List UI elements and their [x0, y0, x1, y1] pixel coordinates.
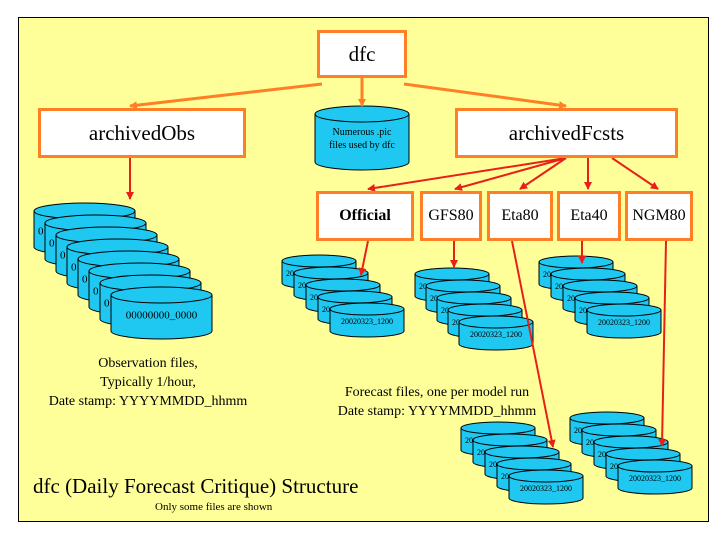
- gfs80-file-cylinder-label: 200: [430, 294, 442, 303]
- obs-caption: Observation files, Typically 1/hour, Dat…: [28, 354, 268, 411]
- obs-file-cylinder: 00000000_0000: [110, 286, 213, 340]
- model-box-eta80: Eta80: [487, 191, 553, 241]
- obs-file-cylinder-label: 0: [71, 262, 77, 274]
- ngm80-file-cylinder: 20020323_1200: [617, 459, 693, 495]
- pic-files-cylinder: Numerous .pic files used by dfc: [314, 105, 410, 171]
- pic-files-label-2: files used by dfc: [329, 140, 395, 151]
- eta40-file-cylinder-label: 200: [543, 270, 555, 279]
- arrow-dfc-to-archived-fcsts: [403, 82, 567, 110]
- arrow-fcsts-to-gfs80: [454, 157, 567, 191]
- model-box-official: Official: [316, 191, 414, 241]
- eta40-file-cylinder-label: 200: [579, 306, 591, 315]
- eta80-file-cylinder-label: 200: [465, 436, 477, 445]
- gfs80-file-cylinder-label: 200: [441, 306, 453, 315]
- eta80-file-cylinder-label: 200: [489, 460, 501, 469]
- obs-file-cylinder-label: 0: [93, 286, 99, 298]
- gfs80-file-cylinder-label: 20020323_1200: [470, 330, 522, 339]
- archived-obs-box: archivedObs: [38, 108, 246, 158]
- gfs80-file-cylinder-label: 200: [419, 282, 431, 291]
- obs-file-cylinder-label: 00000000_0000: [126, 310, 198, 322]
- eta40-file-cylinder: 20020323_1200: [586, 303, 662, 339]
- dfc-root-label: dfc: [348, 41, 376, 66]
- model-label-eta40: Eta40: [570, 207, 608, 224]
- official-file-cylinder-label: 200: [310, 293, 322, 302]
- arrow-fcsts-to-eta80: [519, 157, 567, 190]
- arrow-dfc-to-archived-obs: [129, 82, 323, 110]
- ngm80-file-cylinder-label: 200: [598, 450, 610, 459]
- fcst-caption: Forecast files, one per model run Date s…: [312, 383, 562, 421]
- eta80-file-cylinder-label: 200: [477, 448, 489, 457]
- obs-caption-line-2: Typically 1/hour,: [100, 375, 196, 390]
- eta40-file-cylinder-label: 200: [567, 294, 579, 303]
- model-label-gfs80: GFS80: [428, 207, 474, 224]
- fcst-caption-line-1: Forecast files, one per model run: [344, 385, 530, 400]
- eta40-file-cylinder-label: 200: [555, 282, 567, 291]
- gfs80-file-cylinder-label: 200: [452, 318, 464, 327]
- obs-file-cylinder-label: 0: [104, 298, 110, 310]
- pic-files-label-1: Numerous .pic: [333, 127, 392, 138]
- eta80-file-cylinder-label: 20020323_1200: [520, 484, 572, 493]
- diagram-subtitle: Only some files are shown: [155, 501, 273, 513]
- arrow-ngm80-to-files: [658, 240, 667, 447]
- model-label-eta80: Eta80: [501, 207, 539, 224]
- fcst-caption-line-2: Date stamp: YYYYMMDD_hhmm: [337, 404, 537, 419]
- arrow-fcsts-to-official: [367, 157, 567, 192]
- dfc-root-box: dfc: [317, 30, 407, 78]
- obs-file-cylinder-label: 0: [38, 226, 44, 238]
- archived-fcsts-box: archivedFcsts: [455, 108, 678, 158]
- obs-file-cylinder-label: 0: [49, 238, 55, 250]
- official-file-cylinder-label: 200: [286, 269, 298, 278]
- model-box-eta40: Eta40: [557, 191, 621, 241]
- ngm80-file-cylinder-label: 200: [610, 462, 622, 471]
- ngm80-file-cylinder-label: 200: [586, 438, 598, 447]
- official-file-cylinder: 20020323_1200: [329, 302, 405, 338]
- obs-file-cylinder-label: 0: [82, 274, 88, 286]
- model-label-official: Official: [339, 207, 391, 224]
- archived-fcsts-label: archivedFcsts: [508, 120, 625, 145]
- archived-obs-label: archivedObs: [88, 120, 196, 145]
- obs-caption-line-1: Observation files,: [98, 356, 198, 371]
- eta40-file-cylinder-label: 20020323_1200: [598, 318, 650, 327]
- gfs80-file-cylinder: 20020323_1200: [458, 315, 534, 351]
- diagram-title: dfc (Daily Forecast Critique) Structure: [33, 474, 359, 498]
- obs-file-cylinder-label: 0: [60, 250, 66, 262]
- ngm80-file-cylinder-label: 20020323_1200: [629, 474, 681, 483]
- official-file-cylinder-label: 200: [322, 305, 334, 314]
- arrow-eta80-to-files: [511, 240, 556, 448]
- arrow-official-to-files: [358, 240, 369, 276]
- model-box-ngm80: NGM80: [625, 191, 693, 241]
- ngm80-file-cylinder-label: 200: [574, 426, 586, 435]
- arrow-fcsts-to-ngm80: [611, 157, 659, 190]
- model-box-gfs80: GFS80: [420, 191, 482, 241]
- eta80-file-cylinder-label: 200: [501, 472, 513, 481]
- eta80-file-cylinder: 20020323_1200: [508, 469, 584, 505]
- official-file-cylinder-label: 200: [298, 281, 310, 290]
- model-label-ngm80: NGM80: [632, 207, 686, 224]
- obs-caption-line-3: Date stamp: YYYYMMDD_hhmm: [48, 394, 248, 409]
- official-file-cylinder-label: 20020323_1200: [341, 317, 393, 326]
